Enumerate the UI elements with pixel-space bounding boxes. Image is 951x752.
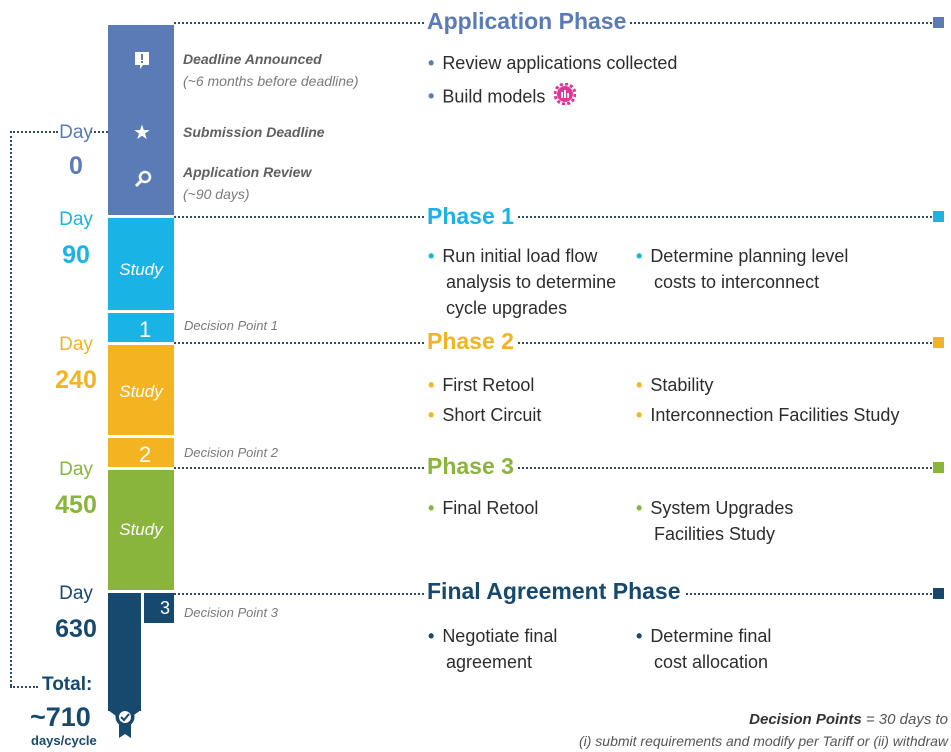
- phase2-line: [174, 342, 932, 344]
- alert-icon: [130, 51, 154, 76]
- day630-number: 630: [55, 615, 97, 643]
- app-phase-marker: [933, 17, 944, 28]
- day240-number: 240: [55, 366, 97, 394]
- day90-number: 90: [62, 241, 90, 269]
- footnote-line1: Decision Points = 30 days to: [749, 711, 948, 728]
- decision2-bar: [108, 438, 174, 467]
- bracket-bottom: [10, 686, 38, 688]
- search-icon: [132, 169, 156, 194]
- decision-point-3-label: Decision Point 3: [184, 605, 278, 620]
- submission-deadline-title: Submission Deadline: [183, 124, 325, 140]
- phase3-study-label: Study: [119, 520, 163, 539]
- phase1-col1: •Run initial load flow analysis to deter…: [428, 246, 617, 318]
- application-review-sub: (~90 days): [183, 186, 250, 202]
- day0-label: Day: [59, 122, 93, 143]
- decision-point-2-label: Decision Point 2: [184, 445, 278, 460]
- app-bullet-2: •Build models: [428, 82, 577, 112]
- total-unit: days/cycle: [31, 733, 97, 748]
- phase3-marker: [933, 462, 944, 473]
- final-col1: •Negotiate final agreement: [428, 626, 558, 672]
- phase1-study-label: Study: [119, 260, 163, 279]
- application-review-title: Application Review: [183, 164, 312, 180]
- phase2-bar: [108, 345, 174, 435]
- footnote-bold: Decision Points: [749, 711, 862, 728]
- deadline-announced-title: Deadline Announced: [183, 51, 322, 67]
- total-label: Total:: [42, 674, 93, 695]
- decision3-bar: [144, 593, 174, 623]
- decision-point-1-number: 1: [139, 317, 152, 342]
- decision-point-2-number: 2: [139, 442, 152, 467]
- day450-label: Day: [59, 459, 93, 480]
- timeline-bracket: [10, 131, 12, 686]
- phase2-study-label: Study: [119, 382, 163, 401]
- footnote-line2: (i) submit requirements and modify per T…: [578, 733, 948, 749]
- final-phase-marker: [933, 588, 944, 599]
- phase2-marker: [933, 337, 944, 348]
- app-bullet-1: •Review applications collected: [428, 53, 678, 73]
- phase1-line: [174, 216, 932, 218]
- phase3-bar: [108, 470, 174, 590]
- app-phase-title: Application Phase: [424, 8, 630, 35]
- day450-number: 450: [55, 491, 97, 519]
- phase1-title: Phase 1: [424, 203, 517, 230]
- gear-icon: [553, 82, 577, 112]
- star-icon: ★: [133, 122, 151, 144]
- final-phase-title: Final Agreement Phase: [424, 578, 684, 605]
- phase2-title: Phase 2: [424, 328, 517, 355]
- phase1-bar: [108, 218, 174, 310]
- day90-label: Day: [59, 209, 93, 230]
- bracket-day0-link: [90, 131, 112, 133]
- final-bar: [108, 593, 141, 711]
- total-number: ~710: [30, 702, 91, 732]
- badge-icon: [114, 706, 136, 747]
- day240-label: Day: [59, 334, 93, 355]
- day0-number: 0: [69, 152, 83, 180]
- decision1-bar: [108, 313, 174, 342]
- decision-point-3-number: 3: [160, 598, 171, 618]
- phase2-col1: •First Retool •Short Circuit: [428, 375, 542, 425]
- phase2-col2: •Stability •Interconnection Facilities S…: [636, 375, 900, 425]
- phase1-col2: •Determine planning level costs to inter…: [636, 246, 849, 292]
- deadline-announced-sub: (~6 months before deadline): [183, 73, 359, 89]
- phase3-title: Phase 3: [424, 453, 517, 480]
- phase3-col2: •System Upgrades Facilities Study: [636, 498, 794, 544]
- bracket-top: [10, 131, 58, 133]
- phase3-line: [174, 467, 932, 469]
- final-col2: •Determine final cost allocation: [636, 626, 772, 672]
- day630-label: Day: [59, 583, 93, 604]
- phase1-marker: [933, 211, 944, 222]
- phase3-col1: •Final Retool: [428, 498, 539, 518]
- decision-point-1-label: Decision Point 1: [184, 318, 278, 333]
